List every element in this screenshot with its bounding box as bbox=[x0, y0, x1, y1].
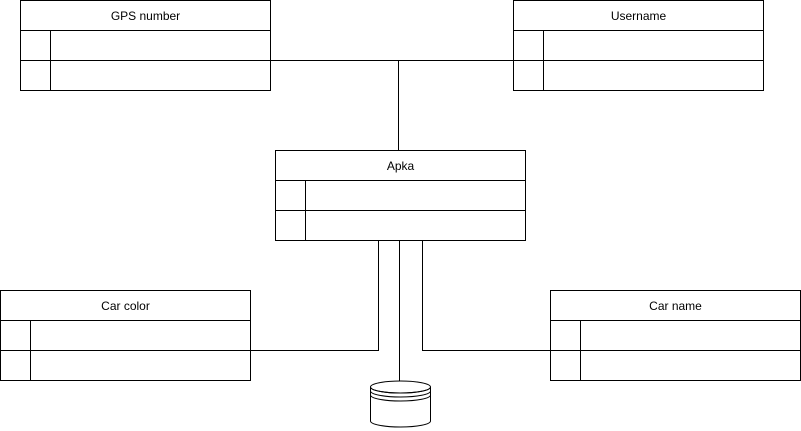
connectors bbox=[250, 60, 551, 381]
entity-car-name[interactable]: Car name bbox=[550, 290, 801, 381]
database-cylinder-icon[interactable] bbox=[370, 380, 431, 428]
entity-apka[interactable]: Apka bbox=[275, 150, 526, 241]
entity-title: Car name bbox=[649, 299, 702, 313]
connector-apka-car-name bbox=[422, 240, 551, 351]
connector-apka-car-color bbox=[250, 240, 379, 351]
entity-title: Car color bbox=[101, 299, 150, 313]
entity-car-color[interactable]: Car color bbox=[0, 290, 251, 381]
entity-title: Apka bbox=[387, 159, 415, 173]
entity-title: Username bbox=[611, 9, 667, 23]
entity-title: GPS number bbox=[111, 9, 180, 23]
entity-username[interactable]: Username bbox=[513, 0, 764, 91]
entity-gps-number[interactable]: GPS number bbox=[20, 0, 271, 91]
